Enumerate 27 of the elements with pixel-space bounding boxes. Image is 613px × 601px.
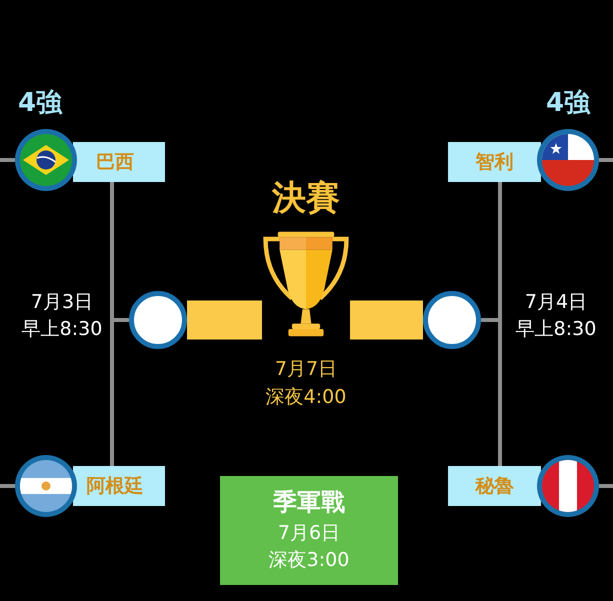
connector-line — [599, 484, 613, 488]
connector-bar — [350, 300, 423, 340]
info-card — [220, 476, 398, 585]
final-title: 決賽 — [270, 177, 341, 220]
match-time: 深夜3:00 — [268, 548, 350, 573]
round-label: 4強 — [16, 87, 64, 120]
match-date: 7月4日 — [524, 290, 588, 315]
match-time: 深夜4:00 — [264, 385, 348, 410]
team-name-tag: 巴西 — [73, 142, 165, 182]
connector-line — [599, 158, 613, 162]
connector-line — [0, 484, 15, 488]
match-time: 早上8:30 — [20, 317, 104, 342]
team-name-tag: 阿根廷 — [73, 466, 165, 506]
card-title: 季軍戰 — [272, 487, 346, 518]
chile-flag-icon — [537, 129, 599, 191]
peru-flag-icon — [537, 455, 599, 517]
connector-bar — [187, 300, 262, 340]
match-time: 早上8:30 — [514, 317, 598, 342]
team-name-tag: 秘魯 — [448, 466, 541, 506]
argentina-flag-icon — [15, 455, 77, 517]
match-date: 7月3日 — [30, 290, 94, 315]
connector-line — [0, 158, 15, 162]
team-name-tag: 智利 — [448, 142, 541, 182]
brazil-flag-icon — [15, 129, 77, 191]
match-date: 7月7日 — [274, 357, 338, 382]
match-date: 7月6日 — [276, 521, 342, 546]
round-label: 4強 — [544, 87, 592, 120]
